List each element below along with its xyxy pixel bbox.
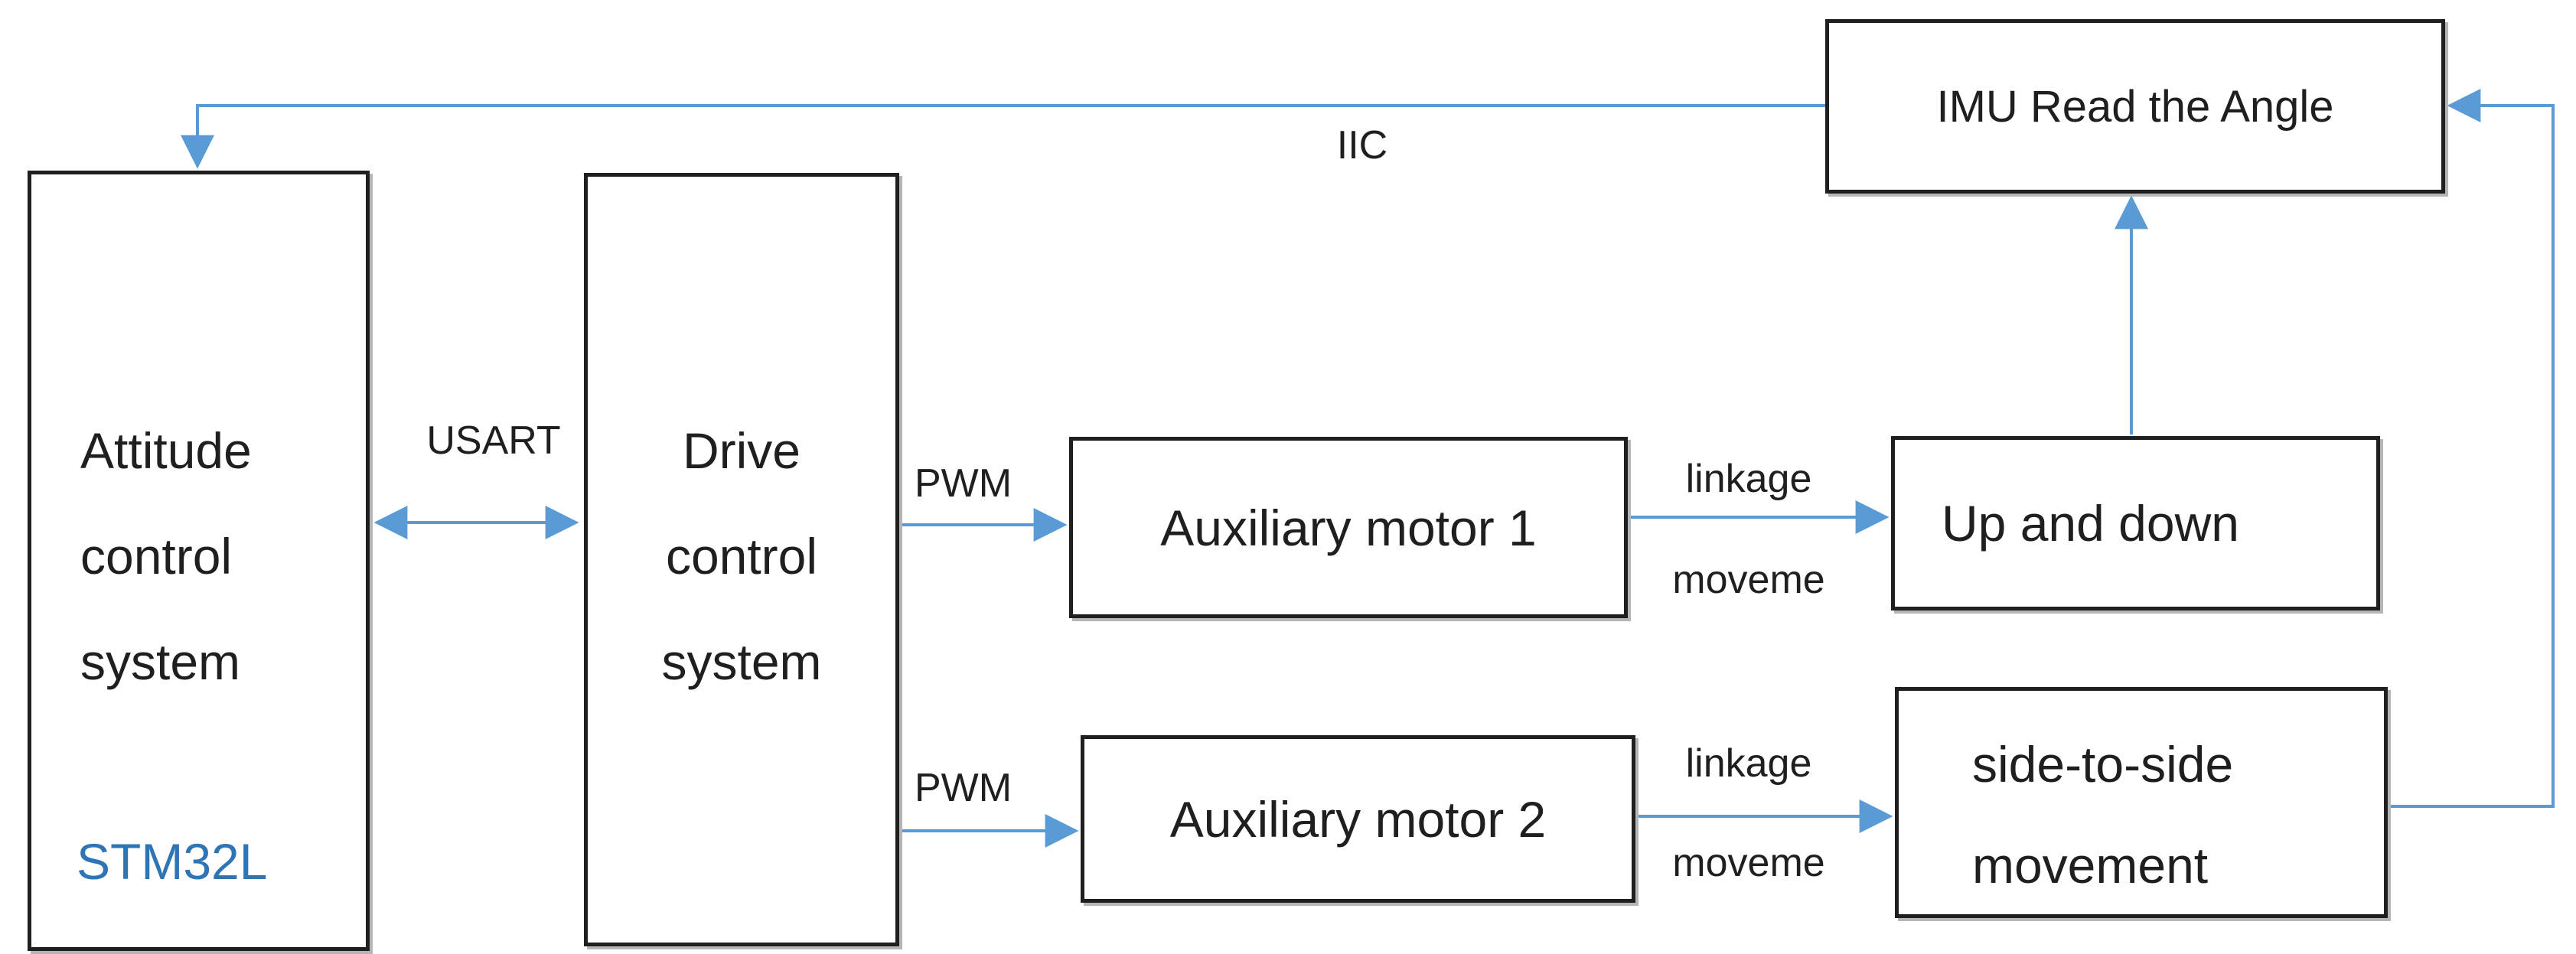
side-to-side-label-line1: side-to-side <box>1972 736 2234 793</box>
moveme1-edge-label: moveme <box>1672 558 1825 602</box>
linkage1-edge-label: linkage <box>1685 457 1812 501</box>
node-auxiliary-motor-2: Auxiliary motor 2 <box>1081 735 1635 903</box>
imu-read-angle-label: IMU Read the Angle <box>1936 81 2334 132</box>
moveme2-edge-label: moveme <box>1672 841 1825 885</box>
pwm1-edge-label: PWM <box>915 461 1012 506</box>
drive-label-line3: system <box>661 633 822 690</box>
node-imu-read-angle: IMU Read the Angle <box>1825 19 2445 194</box>
node-side-to-side-movement: side-to-side movement <box>1895 687 2388 918</box>
pwm2-edge-label: PWM <box>915 766 1012 810</box>
auxiliary-motor-2-label: Auxiliary motor 2 <box>1169 790 1547 848</box>
attitude-label-line3: system <box>80 633 241 690</box>
drive-label-line2: control <box>665 528 818 584</box>
linkage2-edge-label: linkage <box>1685 741 1812 786</box>
drive-label-line1: Drive <box>682 422 801 479</box>
side-to-side-label: side-to-side movement <box>1972 714 2384 916</box>
stm32l-chip-label: STM32L <box>77 833 268 890</box>
up-and-down-label: Up and down <box>1942 495 2239 552</box>
iic-edge-label: IIC <box>1336 123 1388 168</box>
node-drive-control-system: Drive control system <box>584 173 899 946</box>
attitude-label-line2: control <box>80 528 233 584</box>
drive-label: Drive control system <box>588 398 895 715</box>
side-to-side-label-line2: movement <box>1972 837 2209 894</box>
usart-edge-label: USART <box>426 418 561 463</box>
node-up-and-down: Up and down <box>1891 436 2380 610</box>
side-to-imu-feedback-arrow <box>2383 89 2555 808</box>
node-attitude-control-system: Attitude control system STM32L <box>28 171 370 951</box>
imu-to-attitude-iic-arrow <box>181 104 1825 169</box>
attitude-label-line1: Attitude <box>80 422 252 479</box>
node-auxiliary-motor-1: Auxiliary motor 1 <box>1069 437 1628 618</box>
attitude-label: Attitude control system <box>80 398 252 715</box>
auxiliary-motor-1-label: Auxiliary motor 1 <box>1160 499 1537 556</box>
